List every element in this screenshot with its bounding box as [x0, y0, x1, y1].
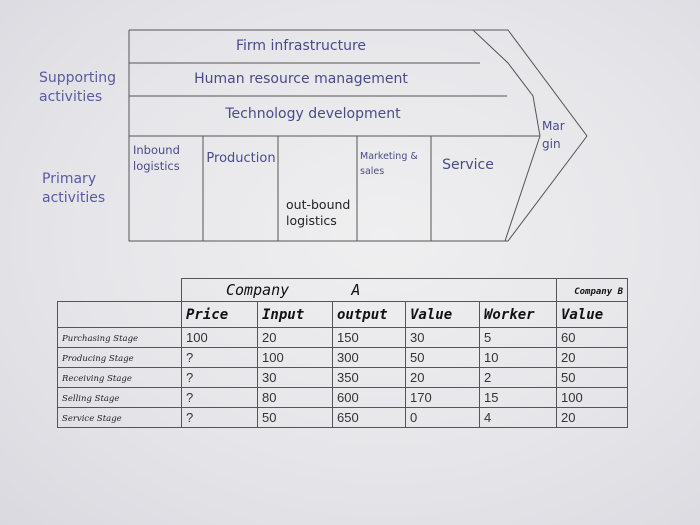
column-header-price: Price [186, 306, 229, 323]
row-label-producing: Producing Stage [62, 354, 134, 364]
table-cell: ? [181, 367, 258, 388]
table-cell: 300 [332, 347, 406, 368]
stage-data-table: Company A Company B Price Input output V… [57, 278, 628, 428]
service-label: Service [442, 157, 494, 173]
table-cell: 20 [405, 367, 480, 388]
company-a-name: Company [226, 281, 290, 299]
table-header-columns: Price Input output Value Worker Value [57, 301, 628, 328]
column-header-company-b-value: Value [561, 306, 604, 323]
table-cell: ? [181, 407, 258, 428]
table-row: Producing Stage ? 100 300 50 10 20 [57, 347, 628, 368]
company-b-header: Company B [556, 278, 628, 302]
table-cell: 50 [405, 347, 480, 368]
table-cell: 50 [556, 367, 628, 388]
margin-label: Mar gin [542, 119, 565, 151]
table-cell: 170 [405, 387, 480, 408]
row-label-receiving: Receiving Stage [62, 374, 132, 384]
table-cell: 100 [556, 387, 628, 408]
primary-activities-label: Primary activities [42, 171, 106, 206]
table-row: Purchasing Stage 100 20 150 30 5 60 [57, 327, 628, 348]
row-label-selling: Selling Stage [62, 394, 120, 404]
row-label-purchasing: Purchasing Stage [62, 334, 139, 344]
table-cell: 80 [257, 387, 333, 408]
production-label: Production [206, 151, 276, 166]
row-label-service: Service Stage [62, 414, 122, 424]
table-cell: 100 [181, 327, 258, 348]
table-cell: 5 [479, 327, 557, 348]
table-cell: 60 [556, 327, 628, 348]
column-header-input: Input [262, 306, 305, 323]
inbound-logistics-label: Inbound logistics [133, 143, 180, 173]
human-resource-management-label: Human resource management [194, 71, 408, 87]
table-row: Selling Stage ? 80 600 170 15 100 [57, 387, 628, 408]
table-cell: 20 [257, 327, 333, 348]
table-cell: 10 [479, 347, 557, 368]
table-cell: 650 [332, 407, 406, 428]
table-row: Receiving Stage ? 30 350 20 2 50 [57, 367, 628, 388]
column-header-value: Value [410, 306, 453, 323]
table-cell: 2 [479, 367, 557, 388]
outbound-logistics-label: out-bound logistics [286, 197, 351, 228]
company-b-name: Company B [574, 286, 623, 297]
table-cell: 30 [405, 327, 480, 348]
table-cell: 350 [332, 367, 406, 388]
marketing-sales-label: Marketing & sales [360, 151, 418, 177]
table-header-companies: Company A Company B [57, 278, 628, 302]
firm-infrastructure-label: Firm infrastructure [235, 38, 367, 54]
table-cell: ? [181, 347, 258, 368]
table-cell: 4 [479, 407, 557, 428]
company-a-header: Company A [181, 278, 557, 302]
table-row: Service Stage ? 50 650 0 4 20 [57, 407, 628, 428]
table-cell: 150 [332, 327, 406, 348]
supporting-activities-label: Supporting activities [39, 70, 116, 105]
column-header-worker: Worker [484, 306, 535, 323]
table-cell: 600 [332, 387, 406, 408]
table-cell: ? [181, 387, 258, 408]
company-a-letter: A [351, 281, 361, 299]
table-cell: 20 [556, 407, 628, 428]
table-cell: 0 [405, 407, 480, 428]
technology-development-label: Technology development [225, 106, 401, 122]
table-cell: 15 [479, 387, 557, 408]
table-cell: 30 [257, 367, 333, 388]
table-cell: 100 [257, 347, 333, 368]
table-cell: 20 [556, 347, 628, 368]
table-cell: 50 [257, 407, 333, 428]
column-header-output: output [337, 306, 388, 323]
